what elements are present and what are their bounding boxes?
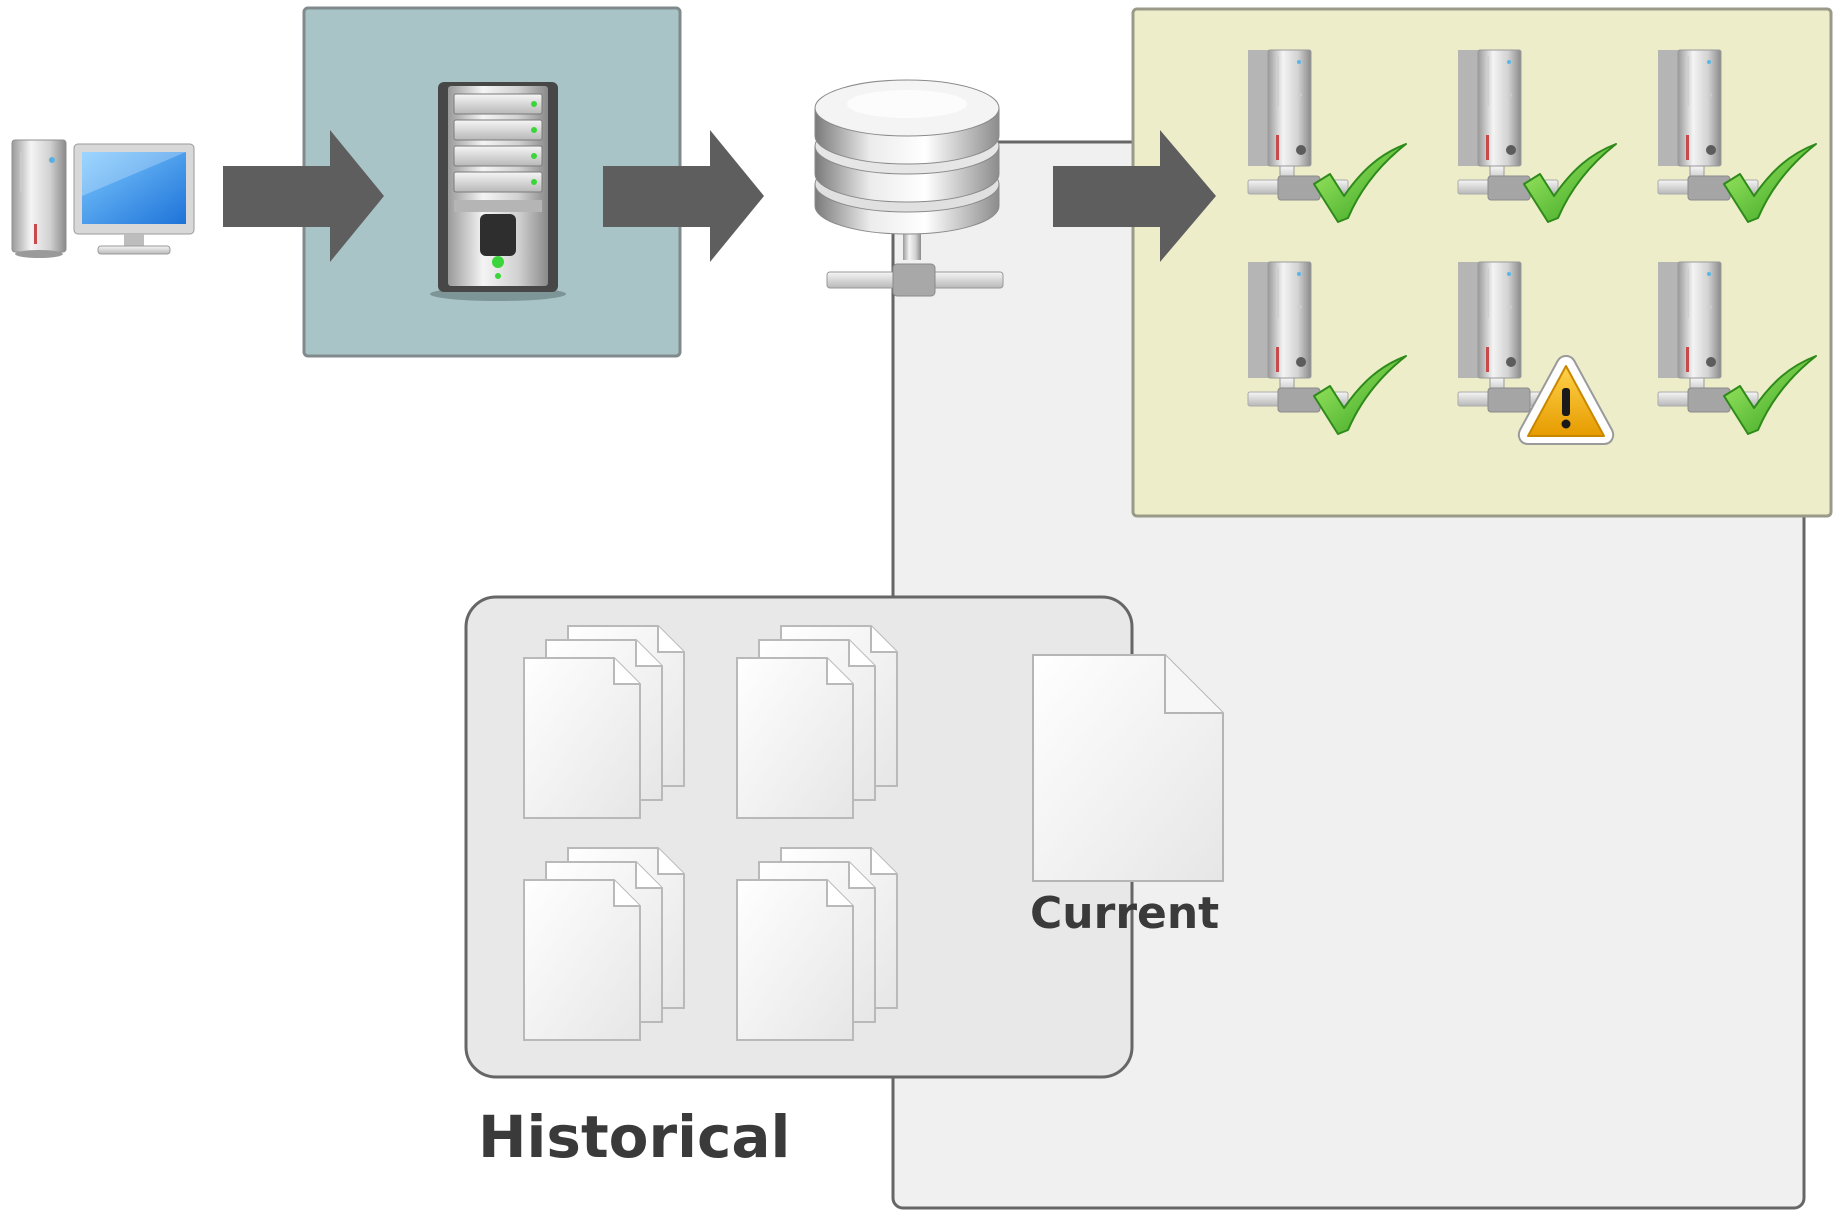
historical-document-stack-icon [736,847,898,1041]
warning-icon [1517,354,1615,445]
historical-document-stack-icon [523,625,685,819]
historical-document-stack-icon [523,847,685,1041]
arrow-icon [603,130,764,262]
arrow-icon [1053,130,1216,262]
historical-label: Historical [478,1103,791,1171]
network-database-icon [814,79,1004,297]
current-document-icon [1032,654,1224,882]
rack-server-icon [430,82,566,301]
historical-document-stack-icon [736,625,898,819]
arrow-icon [223,130,384,262]
target-server-5 [1457,261,1615,445]
desktop-computer-icon [11,139,195,258]
current-label: Current [1030,888,1220,939]
